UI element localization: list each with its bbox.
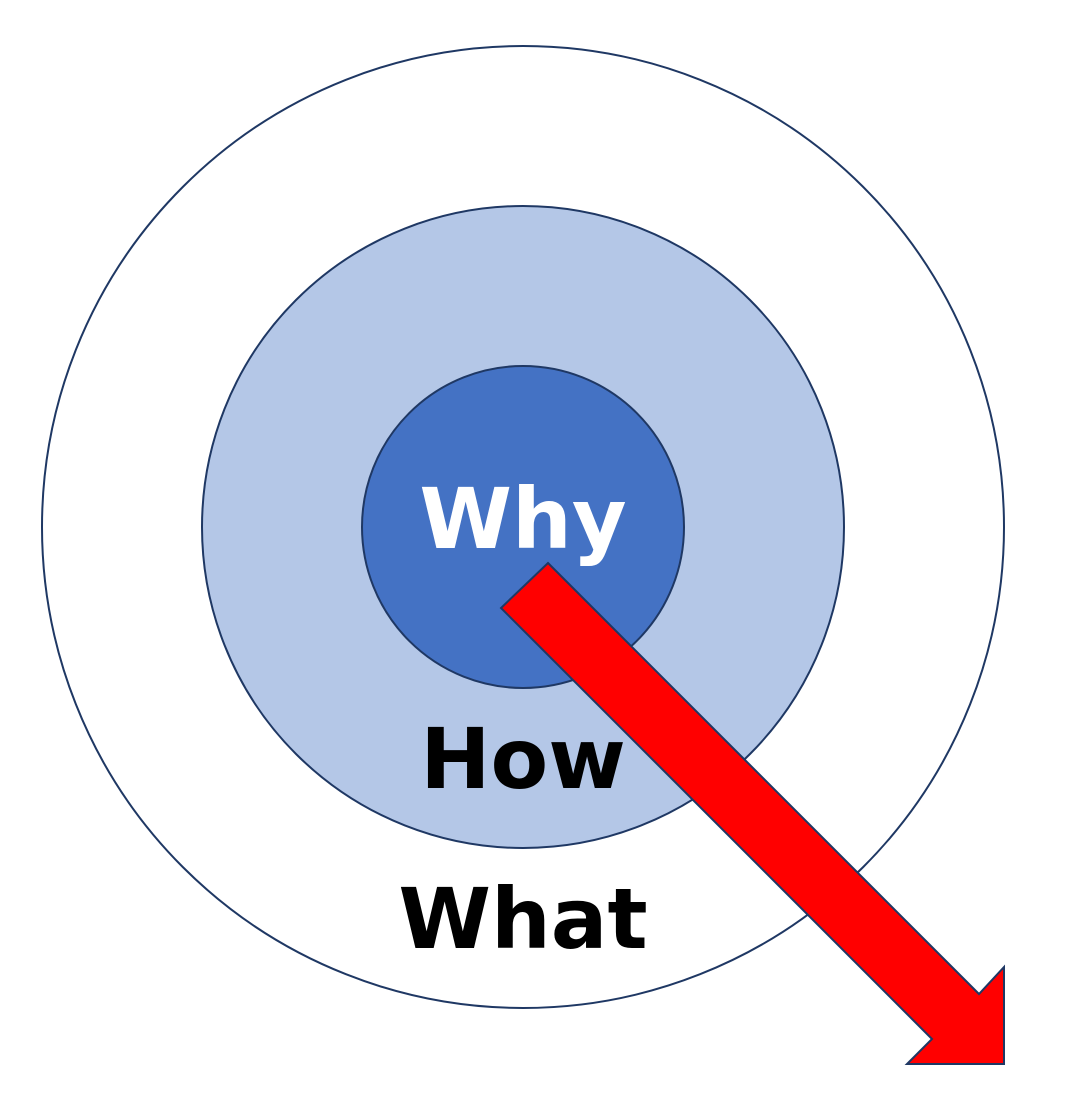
label-what: What xyxy=(398,870,647,968)
label-why: Why xyxy=(419,470,626,568)
label-how: How xyxy=(420,710,626,808)
inner-circle-why xyxy=(361,365,685,689)
arrow-icon xyxy=(499,561,1005,1065)
